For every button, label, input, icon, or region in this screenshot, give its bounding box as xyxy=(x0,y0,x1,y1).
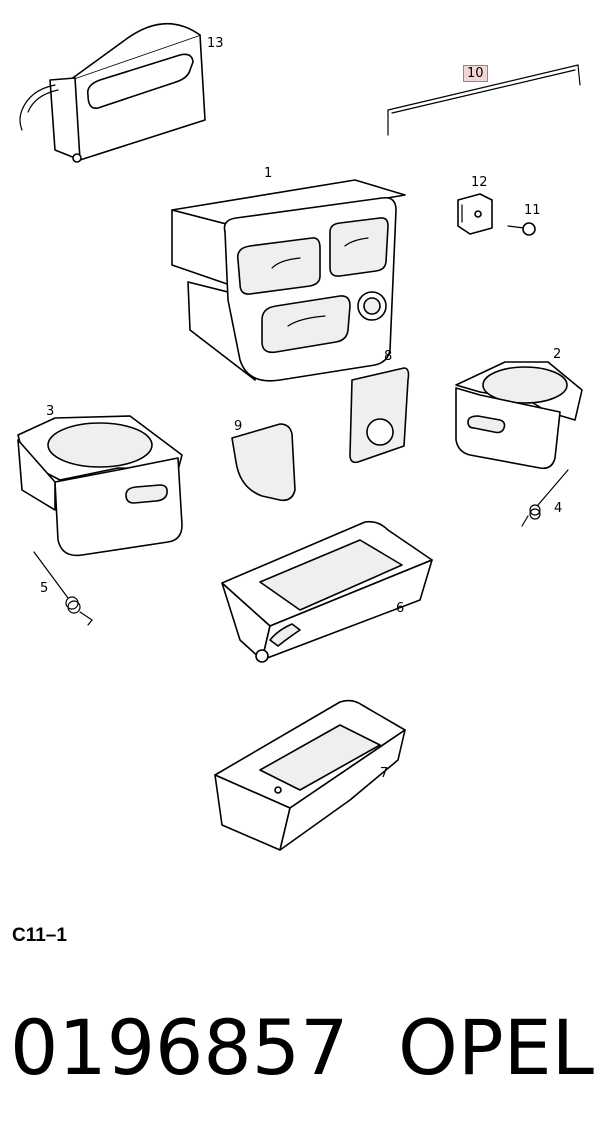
part-8-bezel xyxy=(349,367,410,464)
callout-13: 13 xyxy=(207,36,224,51)
callout-7: 7 xyxy=(380,766,389,781)
callout-2: 2 xyxy=(553,347,562,362)
diagram-code: C11–1 xyxy=(12,925,67,946)
callout-8: 8 xyxy=(384,349,393,364)
part-6-tray-assembly xyxy=(221,520,433,663)
part-3-cup-holder-left xyxy=(17,415,183,557)
part-4-spring-right xyxy=(521,469,569,527)
callout-12: 12 xyxy=(471,175,488,190)
callout-4: 4 xyxy=(554,501,563,516)
footer: 0196857 OPEL xyxy=(10,1003,594,1092)
callout-9: 9 xyxy=(234,419,243,434)
part-12-clip xyxy=(457,193,493,235)
callout-10[interactable]: 10 xyxy=(463,65,488,82)
callout-3: 3 xyxy=(46,404,55,419)
part-2-cup-holder-right xyxy=(455,361,583,470)
part-11-screw xyxy=(507,222,536,236)
callout-1: 1 xyxy=(264,166,273,181)
part-7-tray-insert xyxy=(214,699,406,851)
part-9-trim-piece xyxy=(231,423,296,502)
part-number: 0196857 xyxy=(10,1003,349,1092)
callout-6: 6 xyxy=(396,601,405,616)
part-5-spring-left xyxy=(33,551,93,626)
callout-5: 5 xyxy=(40,581,49,596)
part-10-wire xyxy=(387,64,581,136)
exploded-parts-diagram xyxy=(17,22,583,851)
brand-name: OPEL xyxy=(398,1003,595,1092)
part-13-control-unit xyxy=(19,22,206,163)
part-1-console-housing xyxy=(171,179,406,382)
callout-11: 11 xyxy=(524,203,541,218)
